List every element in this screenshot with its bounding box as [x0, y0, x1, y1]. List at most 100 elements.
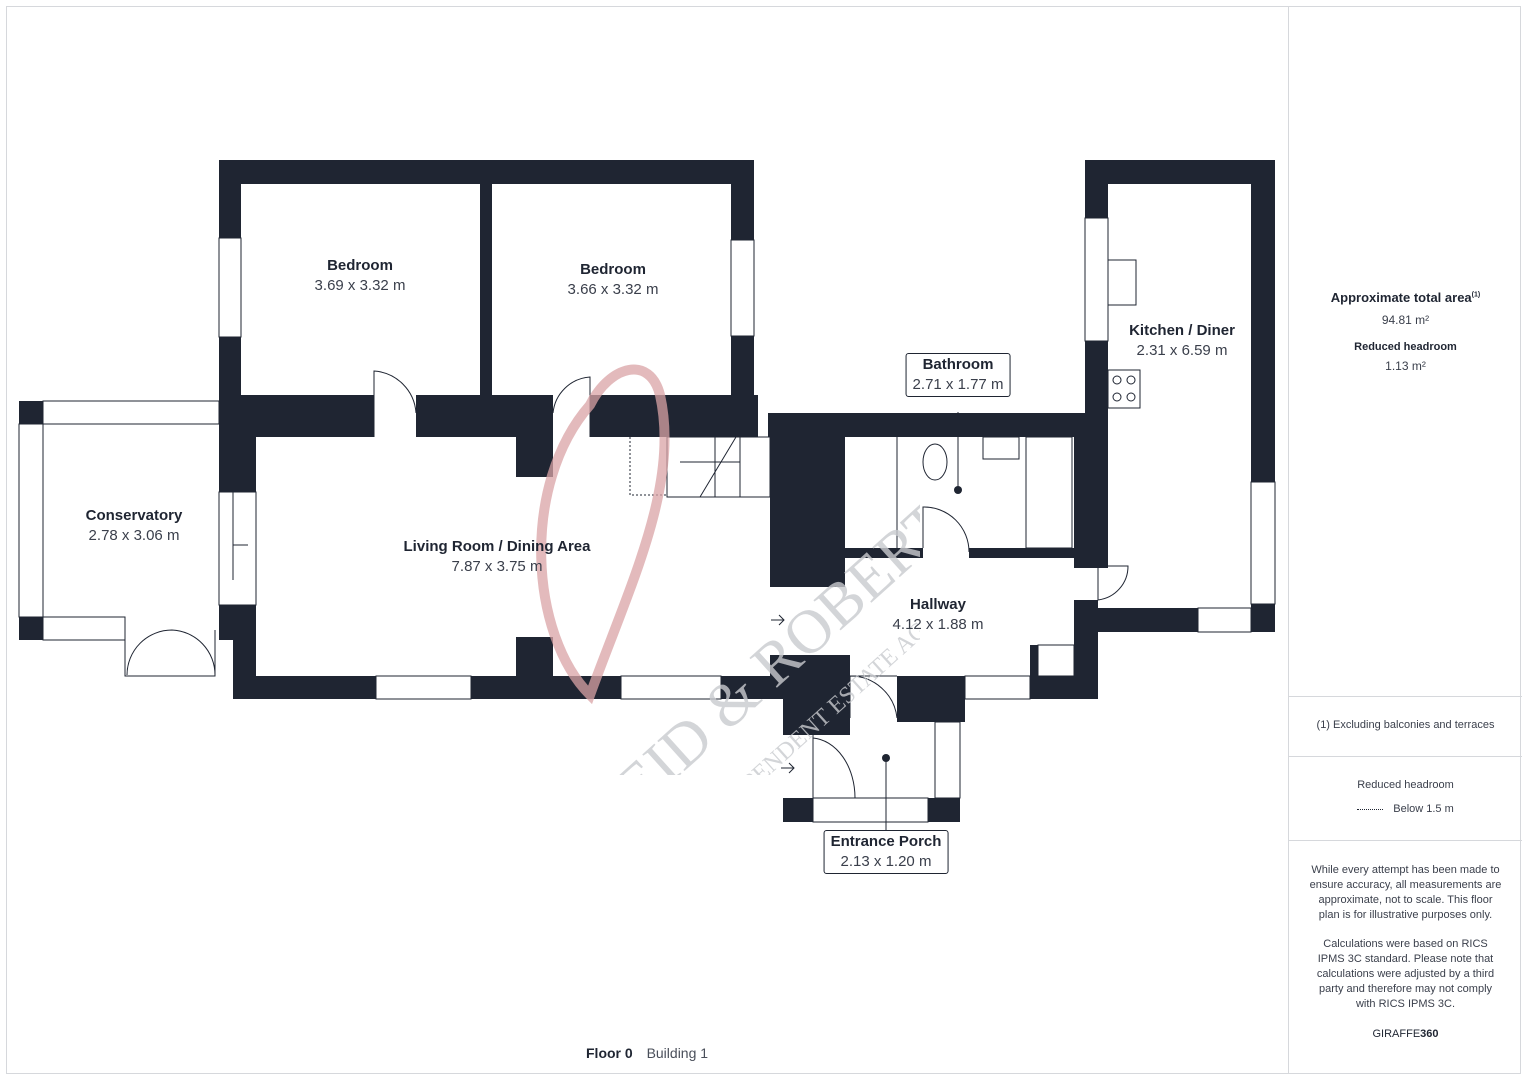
entry-arrows	[771, 614, 795, 774]
wall-porch-bottom-right	[928, 798, 960, 822]
kitchen-hob	[1107, 369, 1141, 409]
window-bedroom1	[218, 237, 242, 338]
wall-top-bedrooms	[219, 160, 754, 184]
room-label-porch: Entrance Porch 2.13 x 1.20 m	[823, 830, 949, 874]
window-living-2	[620, 675, 722, 700]
wall-porch-corner	[930, 699, 960, 722]
markers	[882, 412, 962, 830]
floor-caption: Floor 0 Building 1	[586, 1045, 708, 1061]
window-kitchen-left	[1084, 217, 1109, 342]
wall-bedroom1-bottom-left	[219, 395, 374, 437]
cupboard-hallway	[1037, 644, 1075, 677]
room-label-bedroom2: Bedroom 3.66 x 3.32 m	[568, 260, 659, 300]
room-dimensions: 3.66 x 3.32 m	[567, 281, 659, 298]
wall-kitchen-right-upper	[1251, 160, 1275, 482]
window-porch-bottom	[812, 797, 929, 823]
wall-bedroom2-bottom	[590, 395, 758, 437]
disclaimer-accuracy: While every attempt has been made to ens…	[1309, 864, 1502, 921]
wall-kitchen-bottom-left	[1098, 608, 1198, 632]
wall-kitchen-right-lower	[1251, 604, 1275, 632]
windows	[18, 217, 1276, 823]
room-name: Hallway	[910, 596, 966, 613]
disclaimer-rics: Calculations were based on RICS IPMS 3C …	[1316, 938, 1495, 1010]
dotted-line-icon	[1357, 808, 1384, 810]
stairs	[629, 436, 771, 498]
arrow-icon	[771, 614, 785, 626]
floor-label: Floor 0	[586, 1045, 633, 1061]
wall-bedroom2-right-upper	[731, 160, 754, 240]
room-label-bedroom1: Bedroom 3.69 x 3.32 m	[315, 256, 406, 296]
room-name: Living Room / Dining Area	[403, 538, 591, 555]
wall-pillar-living-bottom	[516, 637, 553, 699]
total-area-value: 94.81 m²	[1381, 313, 1430, 327]
room-name: Bathroom	[922, 356, 994, 373]
building-label: Building 1	[646, 1045, 709, 1061]
bathtub	[1025, 436, 1073, 549]
window-kitchen-bottom	[1197, 607, 1252, 633]
room-label-living: Living Room / Dining Area 7.87 x 3.75 m	[404, 537, 591, 577]
room-dimensions: 3.69 x 3.32 m	[314, 277, 406, 294]
divider	[1289, 756, 1522, 757]
total-area-footnote-mark: (1)	[1471, 291, 1481, 299]
divider	[1289, 696, 1522, 697]
kitchen-sink	[1107, 259, 1137, 306]
wall-kitchen-left-lower	[1085, 341, 1108, 568]
room-label-conservatory: Conservatory 2.78 x 3.06 m	[86, 506, 183, 546]
info-sidebar: Approximate total area(1) 94.81 m² Reduc…	[1288, 6, 1522, 1074]
page-frame	[6, 6, 1521, 1074]
wall-porch-bottom-left	[783, 798, 813, 822]
room-label-kitchen: Kitchen / Diner 2.31 x 6.59 m	[1129, 321, 1235, 361]
hob-ring	[1126, 392, 1136, 402]
window-conservatory-living	[218, 491, 257, 606]
room-dimensions: 4.12 x 1.88 m	[892, 616, 984, 633]
brand-logo: GIRAFFE360	[1289, 1028, 1522, 1040]
door-conservatory-french	[124, 617, 216, 677]
room-name: Conservatory	[85, 507, 183, 524]
room-name: Entrance Porch	[830, 833, 942, 850]
brand-text: GIRAFFE	[1372, 1028, 1421, 1040]
wall-kitchen-top	[1085, 160, 1275, 184]
door-bedroom2	[552, 376, 591, 437]
door-bedroom1	[373, 370, 417, 437]
wall-conservatory-bl	[19, 617, 43, 640]
door-hallway-porch	[849, 675, 898, 719]
legend-item-text: Below 1.5 m	[1393, 803, 1454, 815]
walls	[19, 160, 1275, 822]
window-kitchen-right	[1250, 481, 1276, 605]
room-dimensions: 2.71 x 1.77 m	[912, 376, 1004, 393]
legend-title: Reduced headroom	[1357, 779, 1454, 791]
wall-bathroom-bottom-right	[969, 548, 1079, 558]
wall-cupboard-side	[1030, 645, 1038, 680]
room-dimensions: 2.78 x 3.06 m	[88, 527, 180, 544]
door-bathroom	[922, 506, 970, 553]
room-label-bathroom: Bathroom 2.71 x 1.77 m	[905, 353, 1011, 397]
reduced-headroom-value: 1.13 m²	[1385, 359, 1426, 373]
room-dimensions: 2.13 x 1.20 m	[840, 853, 932, 870]
brand-text-bold: 360	[1420, 1028, 1439, 1040]
wall-living-left-upper	[219, 437, 256, 492]
total-area-block: Approximate total area(1) 94.81 m² Reduc…	[1289, 290, 1522, 373]
legend-item: Below 1.5 m	[1289, 802, 1522, 817]
wall-pillar-living-top	[516, 395, 553, 477]
window-porch-right	[934, 721, 961, 799]
wall-porch-left	[783, 655, 850, 735]
wall-living-bottom-1	[233, 676, 376, 699]
floor-plan-drawing	[18, 160, 1276, 830]
arrow-icon	[781, 762, 795, 774]
total-area-title-text: Approximate total area	[1330, 290, 1472, 305]
room-name: Kitchen / Diner	[1129, 322, 1235, 339]
window-living-1	[375, 675, 472, 700]
door-conservatory-sliding	[232, 492, 248, 580]
fixtures	[896, 259, 1141, 549]
wall-kitchen-left-upper	[1085, 160, 1108, 218]
room-label-hallway: Hallway 4.12 x 1.88 m	[893, 595, 984, 635]
wall-living-left-base	[233, 605, 256, 699]
room-name: Bedroom	[327, 257, 393, 274]
wall-conservatory-tl	[19, 401, 43, 424]
reduced-headroom-line	[629, 437, 668, 496]
wall-living-bottom-3	[721, 676, 771, 699]
hob-ring	[1126, 375, 1136, 385]
toilet	[922, 443, 948, 481]
footnote: (1) Excluding balconies and terraces	[1316, 719, 1495, 731]
total-area-title: Approximate total area(1)	[1289, 290, 1522, 305]
